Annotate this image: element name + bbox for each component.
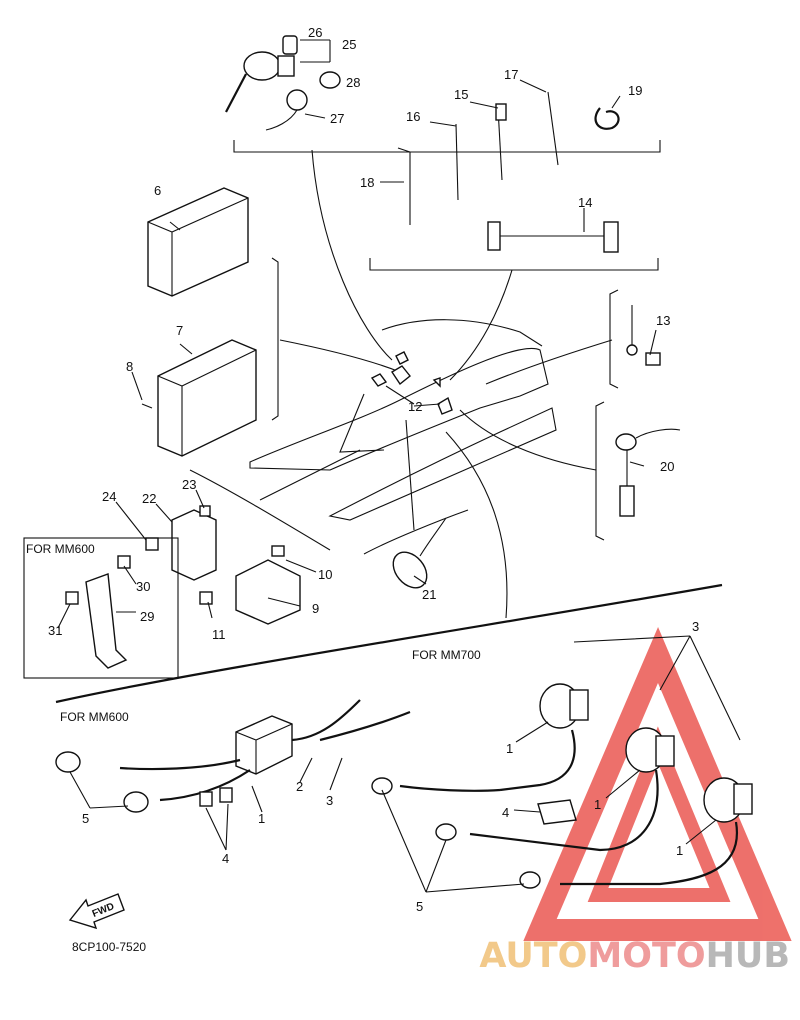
watermark-moto: MOTO	[587, 936, 706, 976]
clip-19	[594, 107, 620, 130]
key-switch-part	[225, 35, 298, 113]
callout-28: 28	[346, 75, 361, 90]
watermark-hub: HUB	[705, 936, 790, 976]
callout-8: 8	[126, 359, 134, 374]
callout-4-mm600: 4	[222, 851, 230, 866]
fwd-arrow	[68, 893, 125, 930]
nut-31	[65, 591, 79, 605]
callout-3-mm700: 3	[692, 619, 700, 634]
tie-18	[397, 147, 411, 225]
callout-23: 23	[182, 477, 197, 492]
callout-3-mm600: 3	[326, 793, 334, 808]
callout-17: 17	[504, 67, 519, 82]
tie-17	[547, 91, 559, 166]
bolt-23	[199, 505, 211, 517]
section-label-mm600-box: FOR MM600	[26, 542, 95, 556]
bolt-10	[271, 545, 285, 557]
callout-26: 26	[308, 25, 323, 40]
callout-27: 27	[330, 111, 345, 126]
harness-connectors	[370, 351, 453, 415]
callout-2: 2	[296, 779, 304, 794]
ecu-6	[147, 187, 249, 297]
callout-20: 20	[660, 459, 675, 474]
callout-4-mm700: 4	[502, 805, 510, 820]
nut-24	[145, 537, 159, 551]
callout-5-mm600: 5	[82, 811, 90, 826]
callout-15: 15	[454, 87, 469, 102]
callout-29: 29	[140, 609, 155, 624]
section-label-mm700: FOR MM700	[412, 648, 481, 662]
bracket-ecu	[271, 257, 279, 421]
mm700-coils	[371, 683, 753, 889]
watermark-auto: AUTO	[479, 936, 588, 976]
callout-31: 31	[48, 623, 63, 638]
bolt-8	[141, 403, 153, 409]
callout-18: 18	[360, 175, 375, 190]
bolt-30	[117, 555, 131, 569]
plug-14b	[603, 221, 619, 253]
callout-5-mm700: 5	[416, 899, 424, 914]
mm600-box	[23, 537, 179, 679]
leader-lines	[57, 79, 741, 893]
callout-25: 25	[342, 37, 357, 52]
callout-19: 19	[628, 83, 643, 98]
callout-16: 16	[406, 109, 421, 124]
mm600-coil	[55, 699, 411, 813]
callout-7: 7	[176, 323, 184, 338]
callout-1-mm600: 1	[258, 811, 266, 826]
callout-11: 11	[212, 627, 226, 642]
bracket-20	[595, 401, 605, 541]
callout-1-mm700-a: 1	[506, 741, 514, 756]
bracket-25	[300, 39, 331, 63]
watermark-logo: AUTOMOTOHUB	[479, 936, 790, 976]
nut-11	[199, 591, 213, 605]
bracket-29	[85, 573, 128, 669]
callout-1-mm700-b: 1	[594, 797, 602, 812]
ecu-7	[157, 339, 257, 457]
bracket-top-right	[369, 258, 659, 271]
callout-14: 14	[578, 195, 593, 210]
divider-line	[55, 583, 723, 704]
callout-12: 12	[408, 399, 423, 414]
section-label-mm600: FOR MM600	[60, 710, 129, 724]
ring-28	[319, 71, 341, 89]
rectifier-9	[235, 559, 301, 625]
sensor-20	[615, 428, 681, 517]
callout-24: 24	[102, 489, 117, 504]
bracket-top-left	[233, 140, 661, 153]
coil-21	[392, 517, 447, 589]
diagram-code: 8CP100-7520	[72, 940, 147, 954]
switch-27	[265, 89, 326, 131]
callout-6: 6	[154, 183, 162, 198]
callout-30: 30	[136, 579, 151, 594]
regulator-22	[171, 509, 217, 581]
tie-16	[455, 123, 459, 201]
harness-frame	[249, 149, 613, 619]
callout-9: 9	[312, 601, 320, 616]
callout-22: 22	[142, 491, 157, 506]
callout-1-mm700-c: 1	[676, 843, 684, 858]
bracket-13	[609, 289, 619, 389]
bracket-21	[363, 509, 469, 555]
callout-21: 21	[422, 587, 437, 602]
callout-10: 10	[318, 567, 333, 582]
bracket-reg	[189, 469, 331, 551]
plug-14a	[487, 221, 501, 251]
callout-13: 13	[656, 313, 671, 328]
